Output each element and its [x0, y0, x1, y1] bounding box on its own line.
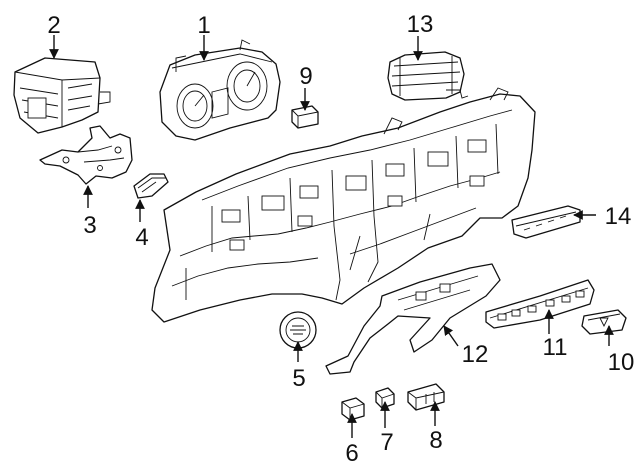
part-10-hazard-switch[interactable]	[581, 309, 627, 335]
leader-12	[443, 325, 459, 347]
part-4-sensor[interactable]	[133, 173, 169, 199]
callout-7: 7	[380, 429, 393, 456]
part-12-knee-bracket[interactable]	[325, 263, 501, 375]
part-13-airbag-module[interactable]	[387, 51, 469, 101]
callout-labels: 1 2 3 4 5 6 7 8 9 10 11 12 13 14	[47, 11, 634, 467]
callout-leaders	[49, 35, 614, 438]
part-11-control-panel[interactable]	[485, 279, 595, 329]
callout-3: 3	[83, 212, 96, 239]
callout-5: 5	[292, 365, 305, 392]
callout-6: 6	[345, 440, 358, 467]
callout-11: 11	[543, 334, 568, 361]
callout-9: 9	[299, 63, 312, 90]
callout-10: 10	[608, 349, 635, 376]
callout-13: 13	[407, 11, 434, 38]
part-3-bracket[interactable]	[39, 125, 133, 185]
part-9-switch[interactable]	[291, 105, 319, 129]
part-instrument-panel-carrier[interactable]	[151, 87, 536, 323]
part-6-switch[interactable]	[341, 397, 365, 421]
callout-2: 2	[47, 12, 60, 39]
part-14-switch-bank[interactable]	[511, 205, 581, 239]
part-1-instrument-cluster[interactable]	[159, 39, 281, 141]
callout-8: 8	[429, 427, 442, 454]
callout-14: 14	[605, 203, 632, 230]
part-8-switch-block[interactable]	[407, 383, 445, 411]
callout-4: 4	[135, 224, 148, 251]
part-2-control-module[interactable]	[13, 57, 111, 134]
callout-12: 12	[462, 341, 489, 368]
callout-1: 1	[197, 12, 210, 39]
